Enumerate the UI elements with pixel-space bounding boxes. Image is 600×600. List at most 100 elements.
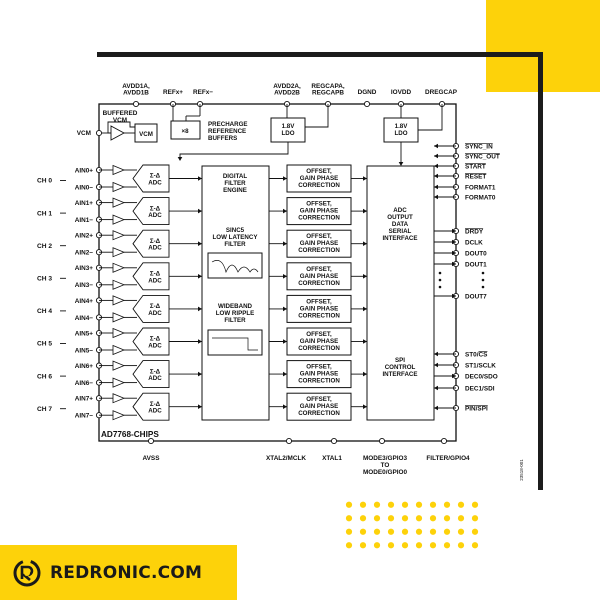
pin-label-ain-pos: AIN4+ — [75, 298, 94, 305]
sinc5-label: LOW LATENCY — [213, 234, 259, 241]
adc-output-label: SERIAL — [389, 228, 412, 235]
offset-correction-label: OFFSET, — [306, 233, 332, 240]
arrow-head — [434, 143, 438, 149]
offset-correction-label: GAIN PHASE — [300, 208, 339, 215]
offset-correction-label: CORRECTION — [298, 280, 340, 287]
pin-label-ain-neg: AIN6− — [75, 380, 94, 387]
pin-label-dregcap: DREGCAP — [425, 89, 458, 96]
arrow-head — [434, 163, 438, 169]
filter-engine-label: ENGINE — [223, 187, 247, 194]
wire — [305, 104, 329, 128]
filter-engine-label: DIGITAL — [223, 173, 248, 180]
channel-label: CH 6 — [37, 373, 52, 380]
adc-label: ADC — [148, 180, 162, 187]
filter-engine-label: FILTER — [224, 180, 246, 187]
arrow-head — [434, 173, 438, 179]
pin-label-regcap: REGCAPB — [312, 90, 344, 97]
channel-label: CH 1 — [37, 210, 52, 217]
arrow-head — [198, 176, 202, 181]
pin-avss — [147, 437, 155, 445]
offset-correction-label: GAIN PHASE — [300, 240, 339, 247]
wideband-response-plot — [207, 329, 263, 356]
offset-correction-label: GAIN PHASE — [300, 305, 339, 312]
adc-label: ADC — [148, 375, 162, 382]
pin-filter — [440, 437, 448, 445]
pin-label-mode: MODE3/GPIO3 — [363, 455, 407, 462]
arrow-head — [363, 241, 367, 246]
adc-output-interface-box — [366, 165, 435, 421]
arrow-head — [283, 176, 287, 181]
ldo-digital-box — [383, 117, 419, 143]
arrow-head — [452, 250, 456, 256]
adc-output-label: INTERFACE — [382, 235, 417, 242]
pin-label-right: SYNC_IN — [465, 143, 493, 150]
arrow-head — [434, 194, 438, 200]
offset-correction-label: CORRECTION — [298, 182, 340, 189]
wideband-label: FILTER — [224, 317, 246, 324]
sinc5-response-plot — [207, 252, 263, 279]
arrow-head — [363, 176, 367, 181]
arrow-head — [452, 228, 456, 234]
adc-label: Σ-Δ — [150, 271, 161, 278]
pin-label-ain-neg: AIN5− — [75, 347, 94, 354]
brand-logo[interactable]: REDRONIC.COM — [12, 558, 232, 588]
pin-label-ain-pos: AIN3+ — [75, 265, 94, 272]
offset-correction-label: GAIN PHASE — [300, 338, 339, 345]
pin-label-ain-pos: AIN0+ — [75, 167, 94, 174]
offset-correction-label: OFFSET, — [306, 298, 332, 305]
figure-id: 23518-001 — [519, 459, 524, 481]
spi-interface-label: SPI — [395, 357, 405, 364]
pin-label-avdd2: AVDD2A, — [273, 83, 301, 90]
channel-label: CH 0 — [37, 178, 52, 185]
offset-correction-label: CORRECTION — [298, 312, 340, 319]
pin-label-part: ST0/ — [465, 351, 479, 358]
adc-label: ADC — [148, 310, 162, 317]
ldo-digital-label: LDO — [394, 130, 407, 137]
ellipsis-dot — [438, 285, 442, 289]
spi-interface-label: CONTROL — [385, 364, 416, 371]
arrow-head — [283, 404, 287, 409]
pin-label-right: DRDY — [465, 228, 484, 235]
pin-label-ain-neg: AIN1− — [75, 217, 94, 224]
yellow-corner-top — [486, 0, 600, 92]
arrow-head — [283, 241, 287, 246]
arrow-head — [198, 371, 202, 377]
arrow-head — [434, 184, 438, 190]
arrow-head — [363, 274, 367, 279]
pin-label-ain-neg: AIN2− — [75, 250, 94, 257]
ellipsis-dot — [481, 285, 485, 289]
arrow-head — [363, 208, 367, 214]
pin-label-right: PIN/SPI — [465, 405, 488, 412]
arrow-head — [434, 362, 438, 368]
arrow-head — [283, 339, 287, 344]
pin-label-right: DEC1/SDI — [465, 385, 495, 392]
pin-label-dgnd: DGND — [358, 89, 377, 96]
wideband-label: LOW RIPPLE — [216, 310, 255, 317]
arrow-head — [434, 405, 438, 411]
arrow-head — [198, 404, 202, 409]
adc-label: Σ-Δ — [150, 368, 161, 375]
x8-label: ×8 — [181, 128, 189, 135]
ellipsis-dot — [481, 271, 485, 275]
sinc5-label: FILTER — [224, 241, 246, 248]
pin-label-ain-neg: AIN3− — [75, 282, 94, 289]
arrow-head — [363, 404, 367, 409]
pin-label-right: ST0/CS — [465, 351, 488, 358]
arrow-head — [198, 306, 202, 312]
offset-correction-label: GAIN PHASE — [300, 273, 339, 280]
offset-correction-label: CORRECTION — [298, 345, 340, 352]
pin-label-xtal1: XTAL1 — [322, 455, 342, 462]
channel-label: CH 2 — [37, 243, 52, 250]
pin-label-ain-pos: AIN2+ — [75, 233, 94, 240]
arrow-head — [198, 274, 202, 279]
adc-output-label: OUTPUT — [387, 214, 413, 221]
pin-label-right: FORMAT0 — [465, 194, 496, 201]
offset-gain-phase-correction-box — [286, 229, 352, 258]
pin-xtal1 — [330, 437, 338, 445]
adc-label: Σ-Δ — [150, 303, 161, 310]
arrow-head — [398, 162, 404, 166]
pin-xtal2 — [285, 437, 293, 445]
frame-line-top — [97, 52, 543, 57]
offset-correction-label: OFFSET, — [306, 396, 332, 403]
